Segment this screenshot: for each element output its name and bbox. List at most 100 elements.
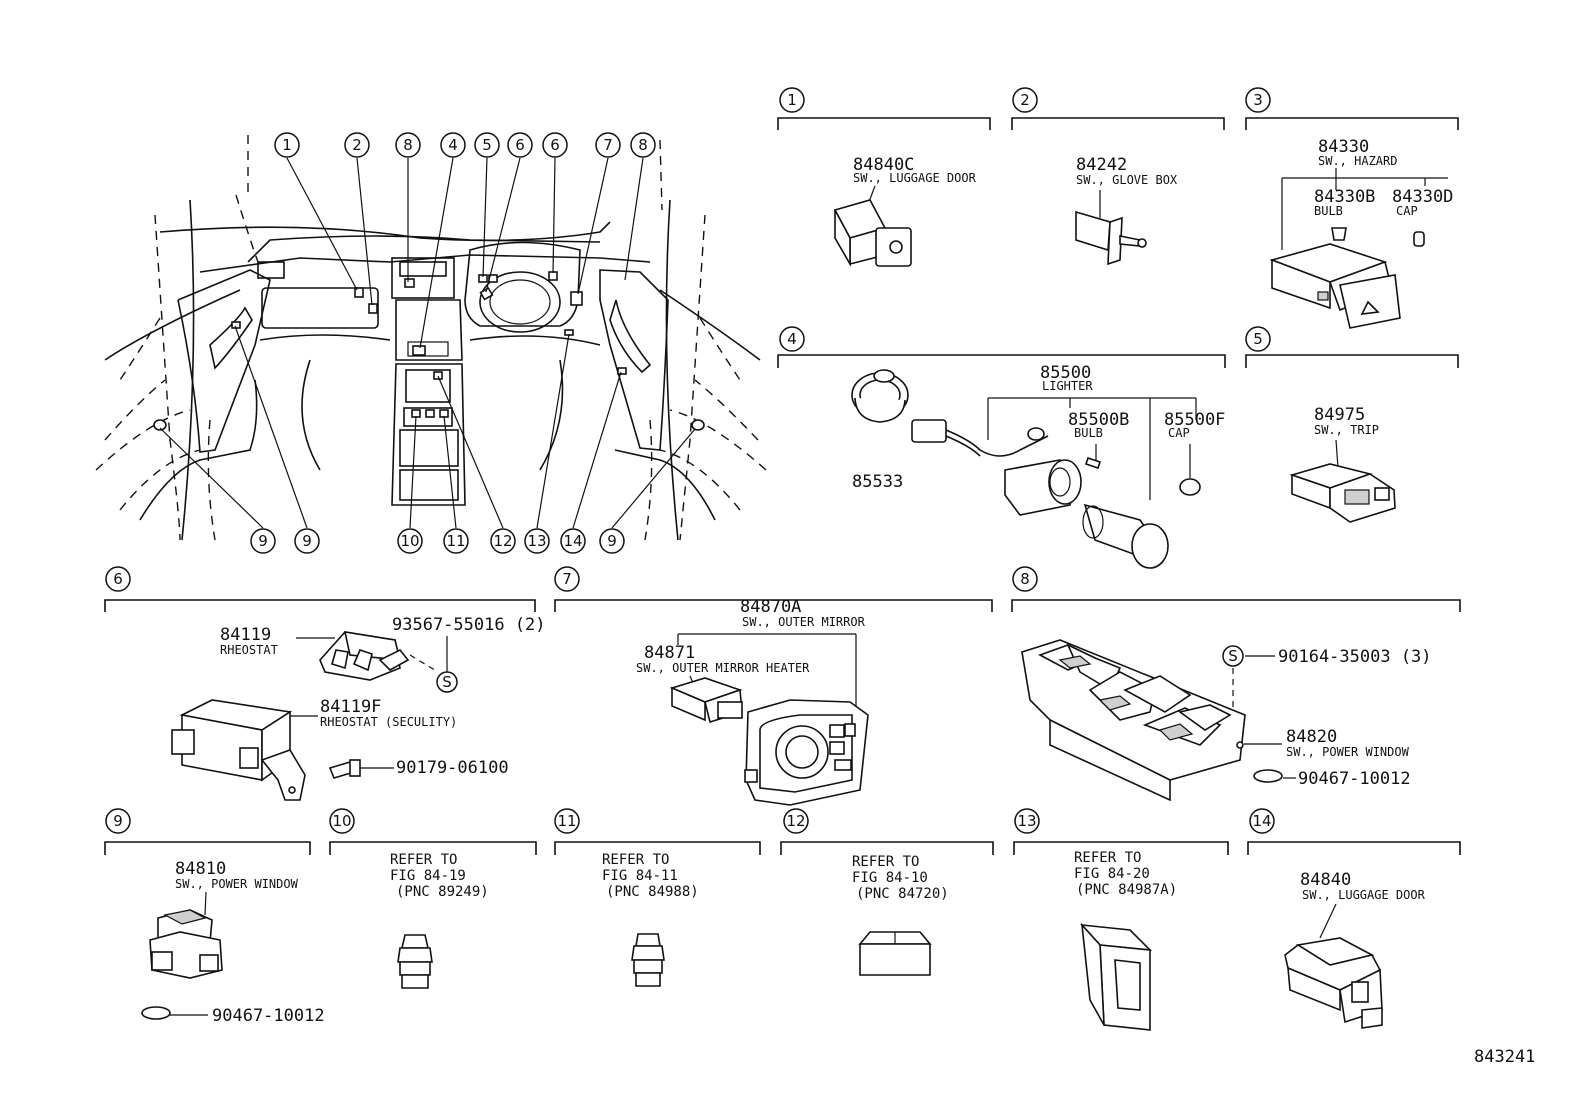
luggage-door-switch-drawing: [1284, 937, 1383, 1029]
outer-mirror-switch-drawing: [744, 699, 869, 806]
callout-2: 2: [1012, 87, 1038, 113]
refer-line: REFER TO: [390, 852, 457, 868]
callout-9: 9: [599, 528, 625, 554]
group-10: REFER TO FIG 84-19 (PNC 89249): [390, 852, 489, 989]
part-number: 84870A: [740, 597, 801, 617]
callout-circle: [395, 132, 421, 158]
part-number: 90467-10012: [1298, 769, 1411, 789]
group-5: 84975 SW., TRIP: [1289, 405, 1396, 523]
callout-7: 7: [554, 566, 580, 592]
group-brackets: [104, 117, 1461, 855]
rheostat-security-drawing: [171, 699, 306, 801]
group-7: 84870A SW., OUTER MIRROR 84871 SW., OUTE…: [636, 597, 869, 806]
callout-number: 10: [400, 532, 419, 550]
refer-line: (PNC 89249): [396, 884, 489, 900]
refer-line: REFER TO: [602, 852, 669, 868]
switch-drawing: [631, 933, 665, 987]
callout-circle: [1014, 808, 1040, 834]
callout-9: 9: [105, 808, 131, 834]
part-number: 84330B: [1314, 187, 1375, 207]
power-window-switch-drawing: [149, 909, 223, 979]
part-name: LIGHTER: [1042, 379, 1093, 393]
refer-line: (PNC 84987A): [1076, 882, 1177, 898]
refer-line: FIG 84-10: [852, 870, 928, 886]
callout-circle: [599, 528, 625, 554]
callout-number: 11: [446, 532, 465, 550]
callout-number: 6: [550, 136, 560, 154]
refer-line: REFER TO: [852, 854, 919, 870]
callout-circle: [443, 528, 469, 554]
mirror-heater-switch-drawing: [669, 677, 743, 724]
callout-14: 14: [560, 528, 586, 554]
callout-circle: [524, 528, 550, 554]
trip-switch-drawing: [1289, 463, 1396, 523]
screw-symbol-label: S: [1228, 647, 1238, 665]
switch-drawing: [1080, 922, 1153, 1031]
part-name: SW., POWER WINDOW: [1286, 745, 1410, 759]
group-6: 84119 RHEOSTAT 93567-55016 (2) S 84119F …: [171, 615, 546, 801]
interior-overview: [95, 135, 767, 541]
callout-circle: [490, 528, 516, 554]
callout-number: 12: [786, 812, 805, 830]
screw-drawing: [328, 759, 361, 779]
refer-line: FIG 84-11: [602, 868, 678, 884]
refer-line: FIG 84-19: [390, 868, 466, 884]
callout-circle: [554, 808, 580, 834]
group-8: S 90164-35003 (3) 84820 SW., POWER WINDO…: [1021, 639, 1432, 802]
callout-number: 4: [787, 330, 797, 348]
callout-6: 6: [542, 132, 568, 158]
group-4: 85500 LIGHTER 85500B BULB 85500F CAP 855…: [851, 363, 1225, 569]
callout-circle: [1245, 87, 1271, 113]
callout-circle: [440, 132, 466, 158]
refer-line: REFER TO: [1074, 850, 1141, 866]
group-3: 84330 SW., HAZARD 84330B BULB 84330D CAP: [1269, 137, 1453, 329]
part-name: SW., OUTER MIRROR: [742, 615, 866, 629]
callout-8: 8: [1012, 566, 1038, 592]
callout-circle: [294, 528, 320, 554]
callout-13: 13: [524, 528, 550, 554]
callout-number: 1: [787, 91, 797, 109]
refer-line: FIG 84-20: [1074, 866, 1150, 882]
part-number: 85500: [1040, 363, 1091, 383]
power-window-master-switch-drawing: [1021, 639, 1246, 802]
refer-line: (PNC 84720): [856, 886, 949, 902]
part-number: 84119: [220, 625, 271, 645]
group-12: REFER TO FIG 84-10 (PNC 84720): [852, 854, 949, 976]
callout-circle: [560, 528, 586, 554]
callout-number: 9: [607, 532, 617, 550]
part-name: SW., OUTER MIRROR HEATER: [636, 661, 810, 675]
callout-3: 3: [1245, 87, 1271, 113]
callout-circle: [250, 528, 276, 554]
callout-number: 13: [1017, 812, 1036, 830]
part-name: RHEOSTAT (SECULITY): [320, 715, 457, 729]
callout-12: 12: [783, 808, 809, 834]
part-number: 85500B: [1068, 410, 1129, 430]
part-name: BULB: [1314, 204, 1343, 218]
part-name: SW., LUGGAGE DOOR: [853, 171, 977, 185]
refer-line: (PNC 84988): [606, 884, 699, 900]
callout-1: 1: [779, 87, 805, 113]
callout-circle: [542, 132, 568, 158]
part-number: 84871: [644, 643, 695, 663]
callout-5: 5: [1245, 326, 1271, 352]
lighter-drawing: [851, 369, 1201, 569]
callout-number: 6: [113, 570, 123, 588]
callout-circle: [474, 132, 500, 158]
group-14: 84840 SW., LUGGAGE DOOR: [1284, 870, 1426, 1029]
part-number: 84820: [1286, 727, 1337, 747]
part-number: 85533: [852, 472, 903, 492]
part-number: 93567-55016 (2): [392, 615, 546, 635]
callout-10: 10: [397, 528, 423, 554]
part-number: 90467-10012: [212, 1006, 325, 1026]
callout-number: 8: [638, 136, 648, 154]
callout-8: 8: [395, 132, 421, 158]
callout-circle: [397, 528, 423, 554]
part-number: 84840C: [853, 155, 914, 175]
callout-circle: [105, 566, 131, 592]
screw-symbol-label: S: [442, 673, 452, 691]
part-number: 84119F: [320, 697, 381, 717]
callout-10: 10: [329, 808, 355, 834]
